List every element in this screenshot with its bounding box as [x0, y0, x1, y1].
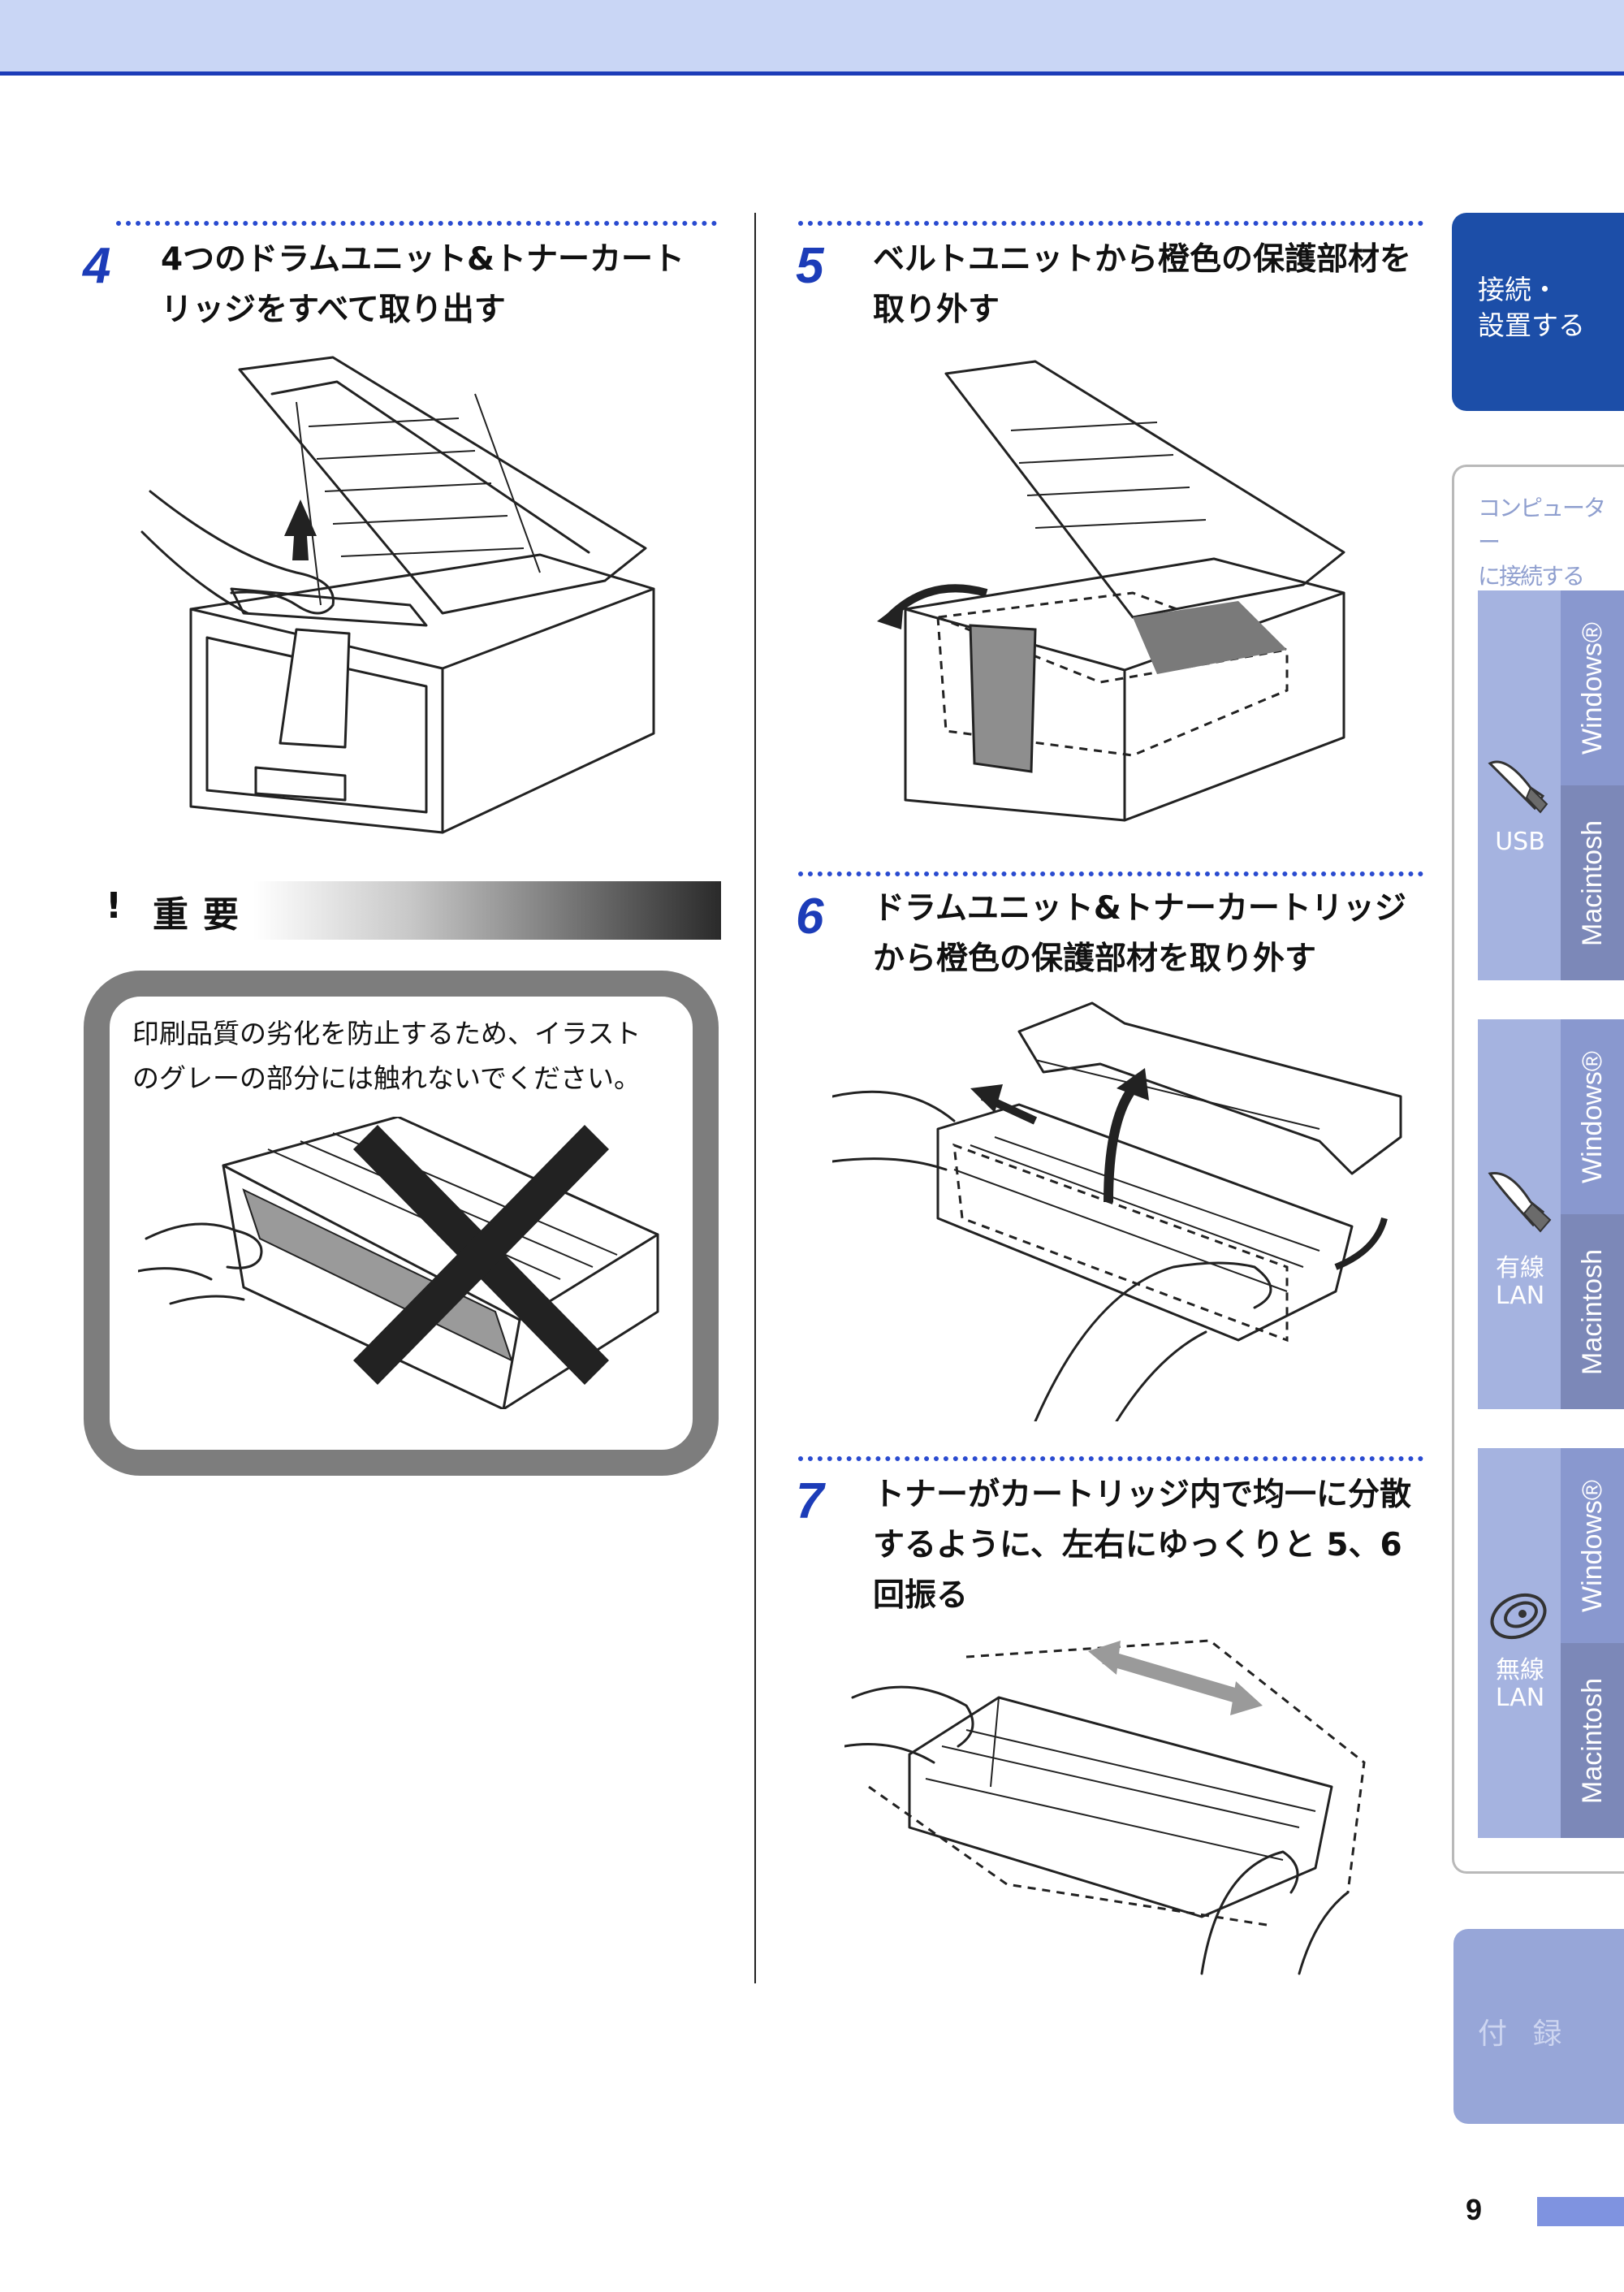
wireless-lan-label: 無線 LAN	[1495, 1656, 1545, 1712]
wired-lan-windows-label: Windows®	[1576, 1050, 1608, 1183]
important-label: 重要	[153, 894, 253, 936]
wireless-lan-windows-label: Windows®	[1576, 1479, 1608, 1612]
step-4-number: 4	[83, 238, 111, 294]
printer-remove-cartridges-illustration	[140, 356, 655, 834]
tab-connect-computer-label: コンピューター に接続する	[1478, 495, 1606, 590]
wireless-lan-macintosh-label: Macintosh	[1576, 1677, 1608, 1804]
wired-lan-macintosh-tab[interactable]: Macintosh	[1561, 1214, 1624, 1409]
step-4-separator	[116, 221, 717, 226]
wireless-lan-windows-tab[interactable]: Windows®	[1561, 1448, 1624, 1643]
page-number: 9	[1466, 2193, 1483, 2226]
important-header-bar	[97, 881, 721, 940]
cartridge-protector-removal-illustration	[832, 1001, 1402, 1421]
important-warning-text: 印刷品質の劣化を防止するため、イラスト のグレーの部分には触れないでください。	[132, 1018, 641, 1094]
wired-lan-windows-tab[interactable]: Windows®	[1561, 1019, 1624, 1214]
do-not-touch-drum-illustration	[138, 1117, 659, 1409]
wired-lan-label: 有線 LAN	[1495, 1254, 1545, 1310]
usb-windows-label: Windows®	[1576, 621, 1608, 755]
column-divider	[754, 213, 756, 1983]
step-5-text: ベルトユニットから橙色の保護部材を 取り外す	[873, 241, 1412, 328]
header-band	[0, 0, 1624, 71]
usb-windows-tab[interactable]: Windows®	[1561, 590, 1624, 785]
step-5-number: 5	[796, 238, 824, 294]
usb-macintosh-tab[interactable]: Macintosh	[1561, 785, 1624, 980]
wireless-lan-macintosh-tab[interactable]: Macintosh	[1561, 1643, 1624, 1838]
tab-appendix[interactable]	[1453, 1929, 1624, 2124]
step-4-text: 4つのドラムユニット&トナーカート リッジをすべて取り出す	[161, 241, 685, 328]
step-6-separator	[798, 871, 1423, 876]
important-warning-box	[84, 971, 719, 1476]
step-7-text: トナーがカートリッジ内で均一に分散 するように、左右にゆっくりと 5、6 回振る	[873, 1477, 1412, 1614]
step-5-separator	[798, 221, 1423, 226]
wired-lan-macintosh-label: Macintosh	[1576, 1248, 1608, 1375]
tab-appendix-label: 付 録	[1478, 2017, 1570, 2051]
belt-unit-protector-illustration	[877, 360, 1345, 822]
header-rule	[0, 71, 1624, 76]
step-7-number: 7	[796, 1473, 824, 1529]
lan-cable-icon	[1488, 1171, 1552, 1233]
usb-macintosh-label: Macintosh	[1576, 819, 1608, 946]
step-7-separator	[798, 1456, 1423, 1461]
wireless-icon	[1490, 1593, 1547, 1640]
shake-cartridge-illustration	[844, 1639, 1366, 1975]
tab-setup-label: 接続・ 設置する	[1478, 274, 1585, 341]
step-6-number: 6	[796, 889, 824, 945]
page-number-bar	[1537, 2197, 1624, 2226]
usb-cable-icon	[1488, 760, 1548, 814]
important-exclamation-icon: !	[106, 885, 123, 927]
step-6-text: ドラムユニット&トナーカートリッジ から橙色の保護部材を取り外す	[873, 890, 1406, 977]
tab-setup[interactable]	[1452, 213, 1624, 411]
usb-label: USB	[1495, 828, 1545, 856]
